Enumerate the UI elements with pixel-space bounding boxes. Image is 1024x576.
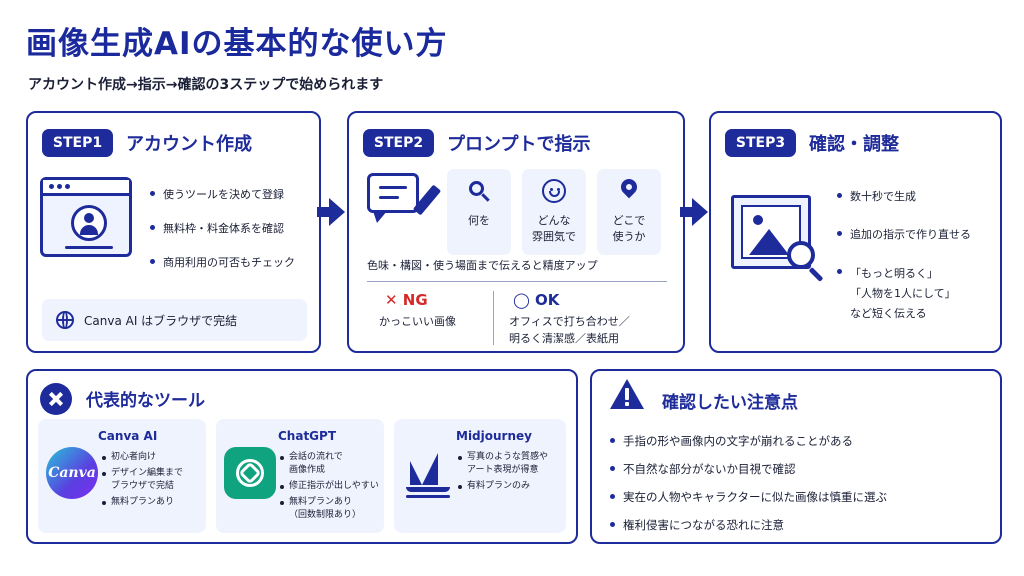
tool-name: ChatGPT [278,429,337,443]
list-item: 商用利用の可否もチェック [150,254,295,270]
section-title: 代表的なツール [86,391,205,411]
tool-name: Canva AI [98,429,158,443]
divider [493,291,494,345]
sailboat-logo-icon [402,447,454,499]
list-item: 手指の形や画像内の文字が崩れることがある [610,433,887,449]
page-subtitle: アカウント作成→指示→確認の3ステップで始められます [28,77,384,93]
tool-features: 会話の流れで 画像作成 修正指示が出しやすい 無料プランあり （回数制限あり） [280,451,379,525]
list-item: 「もっと明るく」 「人物を1人にして」 など短く伝える [837,264,971,324]
list-item: 会話の流れで 画像作成 [280,451,379,477]
tool-midjourney: Midjourney 写真のような質感や アート表現が得意 有料プランのみ [394,419,566,533]
word-label: どこで 使うか [612,214,646,243]
magnifier-icon [787,241,824,287]
globe-icon [56,311,74,329]
canva-note: Canva AI はブラウザで完結 [42,299,307,341]
tool-canva: Canva Canva AI 初心者向け デザイン編集まで ブラウザで完結 無料… [38,419,206,533]
list-item: 無料枠・料金体系を確認 [150,220,295,236]
list-item: 数十秒で生成 [837,188,971,204]
ng-label: ✕ NG [385,291,428,309]
arrow-right-icon [680,198,708,226]
tool-features: 初心者向け デザイン編集まで ブラウザで完結 無料プランあり [102,451,183,512]
list-item: デザイン編集まで ブラウザで完結 [102,467,183,493]
tool-features: 写真のような質感や アート表現が得意 有料プランのみ [458,451,548,496]
step-badge: STEP1 [42,129,113,157]
step-badge: STEP2 [363,129,434,157]
step1-card: STEP1 アカウント作成 使うツールを決めて登録 無料枠・料金体系を確認 商用… [26,111,321,353]
location-pin-icon [617,175,641,203]
step-badge: STEP3 [725,129,796,157]
ok-label: ◯ OK [513,291,560,309]
list-item: 使うツールを決めて登録 [150,186,295,202]
tool-chatgpt: ChatGPT 会話の流れで 画像作成 修正指示が出しやすい 無料プランあり （… [216,419,384,533]
chatgpt-logo-icon [224,447,276,499]
divider [367,281,667,282]
section-title: 確認したい注意点 [662,393,798,413]
prompt-tip: 色味・構図・使う場面まで伝えると精度アップ [367,259,598,272]
prompt-word-where: どこで 使うか [597,169,661,255]
note-text: Canva AI はブラウザで完結 [84,313,238,328]
smile-icon [542,179,566,203]
step-title: 確認・調整 [809,134,899,155]
search-icon [467,179,491,203]
prompt-word-what: 何を [447,169,511,255]
list-item: 不自然な部分がないか目視で確認 [610,461,887,477]
list-item: 無料プランあり [102,496,183,509]
ng-example: かっこいい画像 [379,315,456,328]
tool-name: Midjourney [456,429,532,443]
list-item: 無料プランあり （回数制限あり） [280,496,379,522]
tools-card: 代表的なツール Canva Canva AI 初心者向け デザイン編集まで ブラ… [26,369,578,544]
list-item: 有料プランのみ [458,480,548,493]
canva-logo-icon: Canva [46,447,98,499]
browser-account-icon [40,177,132,257]
ok-example: オフィスで打ち合わせ／ 明るく清潔感／表紙用 [509,315,630,345]
image-icon [731,195,811,269]
list-item: 実在の人物やキャラクターに似た画像は慎重に選ぶ [610,489,887,505]
step-title: プロンプトで指示 [447,134,591,155]
tools-icon [40,383,72,415]
list-item: 権利侵害につながる恐れに注意 [610,517,887,533]
step3-bullets: 数十秒で生成 追加の指示で作り直せる 「もっと明るく」 「人物を1人にして」 な… [837,188,971,324]
word-label: 何を [468,214,490,227]
step2-card: STEP2 プロンプトで指示 何を どんな 雰囲気で どこで 使うか 色味・構図… [347,111,685,353]
step3-card: STEP3 確認・調整 数十秒で生成 追加の指示で作り直せる 「もっと明るく」 … [709,111,1002,353]
list-item: 初心者向け [102,451,183,464]
warning-icon [610,379,644,409]
chat-pencil-icon [367,173,443,233]
page-title: 画像生成AIの基本的な使い方 [26,26,448,62]
arrow-right-icon [317,198,345,226]
list-item: 追加の指示で作り直せる [837,226,971,242]
prompt-word-mood: どんな 雰囲気で [522,169,586,255]
warning-list: 手指の形や画像内の文字が崩れることがある 不自然な部分がないか目視で確認 実在の… [610,433,887,533]
list-item: 修正指示が出しやすい [280,480,379,493]
step1-bullets: 使うツールを決めて登録 無料枠・料金体系を確認 商用利用の可否もチェック [150,186,295,270]
warnings-card: 確認したい注意点 手指の形や画像内の文字が崩れることがある 不自然な部分がないか… [590,369,1002,544]
list-item: 写真のような質感や アート表現が得意 [458,451,548,477]
word-label: どんな 雰囲気で [532,214,576,243]
step-title: アカウント作成 [126,134,252,155]
